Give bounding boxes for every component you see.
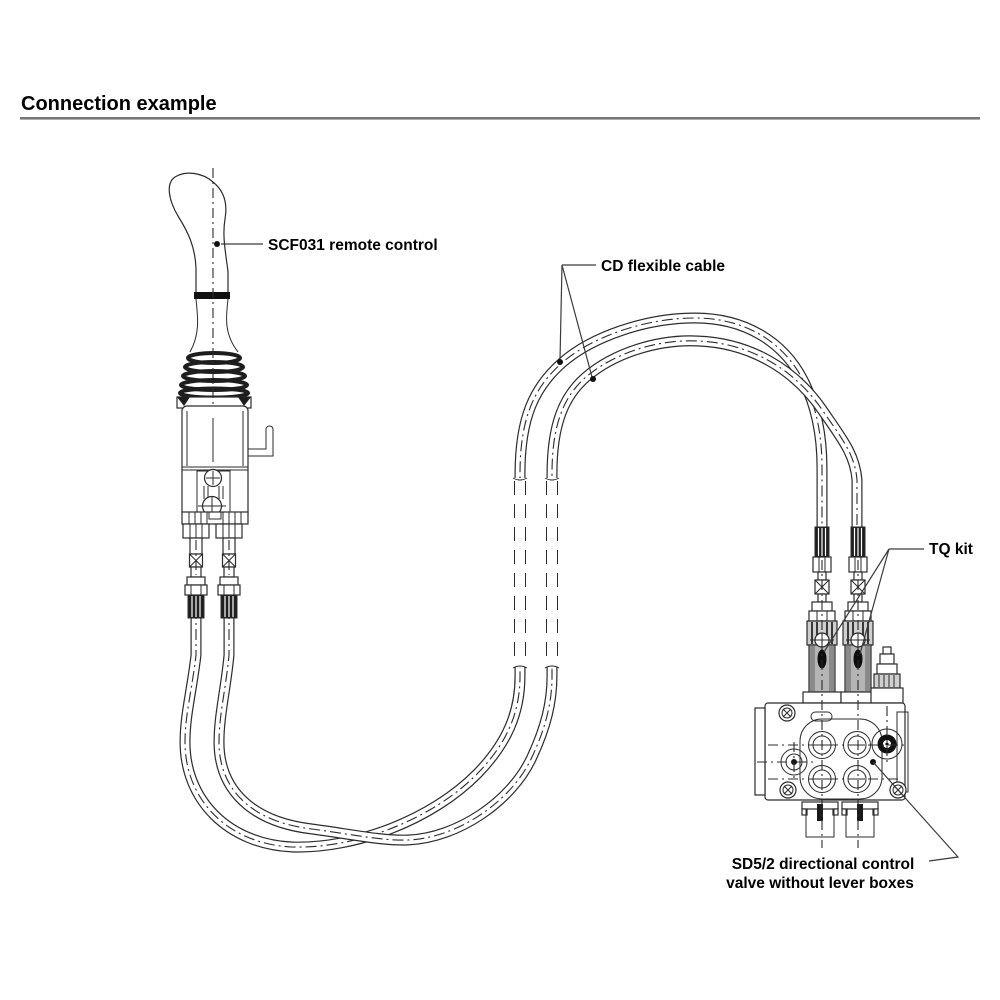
label-valve: SD5/2 directional control valve without … [726,761,960,892]
label-remote-control: SCF031 remote control [214,237,438,254]
valve-bottom-tabs [801,801,879,838]
annotations: SCF031 remote control CD flexible cable … [214,237,973,892]
tq-kit-connector-right [840,526,878,704]
remote-control-joystick [168,168,274,619]
flexible-cable-label: CD flexible cable [601,258,725,275]
cable-break-section [504,477,568,669]
tq-kit-label: TQ kit [929,541,973,558]
valve-assembly [754,526,909,848]
joystick-cable-fitting-right [215,523,243,619]
label-flexible-cable: CD flexible cable [557,258,725,382]
joystick-body [181,405,249,525]
joystick-cable-fitting-left [182,523,210,619]
relief-valve [870,646,904,704]
joystick-handle [168,172,229,294]
leader-dot [557,359,563,365]
remote-control-label: SCF031 remote control [268,237,438,254]
leader-dot [590,376,596,382]
valve-side-port-right [871,728,903,760]
title-rule [20,117,980,120]
valve-label-line1: SD5/2 directional control [732,856,915,873]
joystick-screw-top [203,468,223,488]
joystick-hook [248,425,274,457]
valve-block [754,702,909,801]
joystick-screw-bottom [198,495,226,517]
label-tq-kit: TQ kit [823,541,973,655]
joystick-bellows [178,351,250,400]
valve-centerlines [757,560,908,848]
valve-label-line2: valve without lever boxes [726,875,914,892]
cd-flexible-cables [179,312,863,853]
leader-dot [214,241,220,247]
page-title: Connection example [21,93,217,115]
joystick-handle-band [194,292,230,299]
